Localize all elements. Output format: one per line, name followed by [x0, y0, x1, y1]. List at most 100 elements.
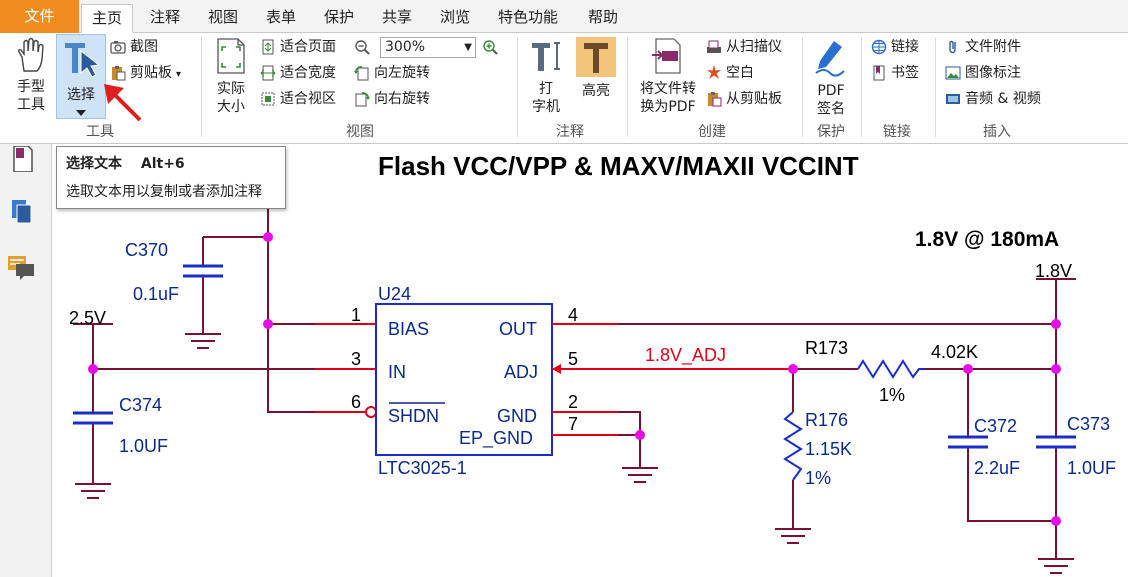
- pin-5: 5: [568, 349, 578, 369]
- group-label-create: 创建: [698, 124, 726, 140]
- hand-icon: [18, 37, 44, 72]
- highlight-button[interactable]: 高亮: [574, 37, 618, 100]
- junction-node: [263, 232, 273, 242]
- hand-tool-button[interactable]: 手型 工具: [8, 37, 54, 114]
- tab-help[interactable]: 帮助: [588, 8, 619, 26]
- select-tool-label: 选择: [67, 87, 95, 103]
- group-label-view: 视图: [346, 124, 374, 140]
- ic-part: LTC3025-1: [378, 458, 467, 478]
- group-separator: [861, 37, 862, 137]
- from-scanner-label: 从扫描仪: [726, 39, 782, 55]
- zoom-select[interactable]: 300% ▼: [380, 37, 476, 58]
- clipboard-button[interactable]: 剪贴板▾: [110, 61, 181, 85]
- fit-page-label: 适合页面: [280, 39, 336, 55]
- pdf-sign-label-2: 签名: [817, 101, 845, 117]
- pin-2: 2: [568, 392, 578, 412]
- zoom-in-icon: [483, 40, 498, 55]
- actual-size-label-2: 大小: [217, 99, 245, 115]
- group-separator: [517, 37, 518, 137]
- tab-share[interactable]: 共享: [382, 8, 413, 26]
- convert-label-1: 将文件转: [640, 81, 696, 97]
- r173-value: 4.02K: [931, 342, 978, 362]
- junction-node: [1051, 319, 1061, 329]
- tab-browse[interactable]: 浏览: [440, 8, 471, 26]
- group-separator: [935, 37, 936, 137]
- fit-view-button[interactable]: 适合视区: [260, 87, 336, 111]
- actual-size-label-1: 实际: [217, 81, 245, 97]
- pin-in: IN: [388, 362, 406, 382]
- screenshot-button[interactable]: 截图: [110, 35, 158, 59]
- convert-label-2: 换为PDF: [640, 99, 696, 115]
- clipboard-label: 剪贴板: [130, 65, 172, 81]
- fit-width-button[interactable]: 适合宽度: [260, 61, 336, 85]
- image-annotation-button[interactable]: 图像标注: [945, 61, 1021, 85]
- hand-tool-label-1: 手型: [17, 79, 45, 95]
- tab-form[interactable]: 表单: [266, 8, 297, 26]
- typewriter-label-2: 字机: [532, 99, 560, 115]
- junction-node: [788, 364, 798, 374]
- convert-pdf-icon: [652, 38, 681, 74]
- pin-shdn: SHDN: [388, 406, 439, 426]
- audio-video-button[interactable]: 音频 & 视频: [945, 87, 1041, 111]
- link-button[interactable]: 链接: [871, 35, 919, 59]
- rotate-right-button[interactable]: 向右旋转: [354, 87, 430, 111]
- chevron-down-icon: [76, 110, 86, 116]
- left-nav-panel: [0, 144, 52, 577]
- pin-gnd: GND: [497, 406, 537, 426]
- pen-sign-icon: [815, 41, 845, 77]
- pin-3: 3: [351, 349, 361, 369]
- zoom-in-button[interactable]: [482, 35, 502, 59]
- typewriter-icon: [532, 42, 560, 71]
- tab-view[interactable]: 视图: [208, 8, 239, 26]
- fit-page-button[interactable]: 适合页面: [260, 35, 336, 59]
- page-thumbnail-icon[interactable]: [12, 146, 34, 172]
- fit-view-icon: [261, 92, 275, 106]
- pin-bias: BIAS: [388, 319, 429, 339]
- file-attachment-label: 文件附件: [965, 39, 1021, 55]
- ic-ref: U24: [378, 284, 411, 304]
- schematic-canvas: Flash VCC/VPP & MAXV/MAXII VCCINT 1.8V @…: [69, 151, 1116, 574]
- net-label-adj: 1.8V_ADJ: [645, 345, 726, 366]
- select-tool-button[interactable]: 选择: [56, 34, 106, 119]
- globe-link-icon: [871, 39, 887, 55]
- comments-icon[interactable]: [8, 256, 36, 282]
- file-attachment-button[interactable]: 文件附件: [945, 35, 1021, 59]
- c374-value: 1.0UF: [119, 436, 168, 456]
- typewriter-label-1: 打: [539, 81, 553, 97]
- rotate-left-button[interactable]: 向左旋转: [354, 61, 430, 85]
- tab-file[interactable]: 文件: [0, 0, 79, 33]
- tab-comment[interactable]: 注释: [150, 8, 181, 26]
- hand-tool-label-2: 工具: [17, 97, 45, 113]
- pdf-sign-button[interactable]: PDF 签名: [808, 37, 854, 118]
- actual-size-button[interactable]: 实际 大小: [208, 37, 254, 116]
- from-clipboard-label: 从剪贴板: [726, 91, 782, 107]
- layers-icon[interactable]: [12, 200, 36, 226]
- scanner-icon: [707, 40, 721, 53]
- text-select-icon: [65, 43, 101, 78]
- r176-ref: R176: [805, 410, 848, 430]
- tab-protect[interactable]: 保护: [324, 8, 355, 26]
- group-label-protect: 保护: [817, 124, 845, 140]
- rotate-right-icon: [355, 92, 370, 107]
- blank-page-button[interactable]: 空白: [706, 61, 754, 85]
- group-separator: [201, 37, 202, 137]
- tab-features[interactable]: 特色功能: [498, 8, 559, 26]
- current-rating: 1.8V @ 180mA: [915, 228, 1059, 251]
- rail-1v8: 1.8V: [1035, 261, 1072, 281]
- tab-home[interactable]: 主页: [81, 4, 134, 33]
- tooltip-title: 选择文本: [66, 156, 122, 172]
- clipboard-icon: [112, 66, 126, 81]
- typewriter-button[interactable]: 打 字机: [524, 37, 568, 116]
- group-label-tools: 工具: [86, 124, 114, 140]
- from-scanner-button[interactable]: 从扫描仪: [706, 35, 782, 59]
- pdf-sign-label-1: PDF: [817, 83, 845, 99]
- junction-node: [263, 319, 273, 329]
- bookmark-button[interactable]: 书签: [871, 61, 919, 85]
- image-annotation-label: 图像标注: [965, 65, 1021, 81]
- from-clipboard-button[interactable]: 从剪贴板: [706, 87, 782, 111]
- convert-to-pdf-button[interactable]: 将文件转 换为PDF: [634, 37, 702, 116]
- zoom-value: 300%: [385, 39, 426, 55]
- zoom-out-button[interactable]: [354, 35, 374, 59]
- ic-u24: [375, 303, 553, 456]
- c373-ref: C373: [1067, 414, 1110, 434]
